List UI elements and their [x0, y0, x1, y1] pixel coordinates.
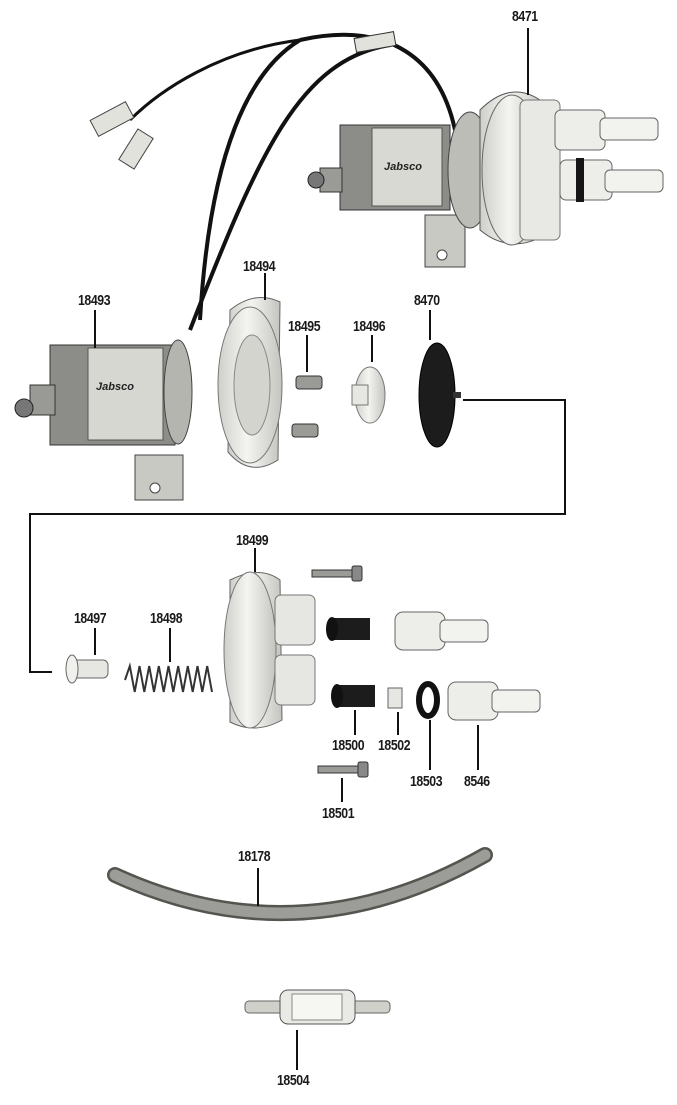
- label-8471: 8471: [512, 8, 538, 25]
- solenoid-brand-text: Jabsco: [96, 381, 134, 393]
- inline-filter-18504: [244, 989, 391, 1070]
- pump-head-18494: [217, 273, 283, 468]
- label-18493: 18493: [78, 292, 111, 309]
- label-18500: 18500: [332, 737, 365, 754]
- o-ring-18503: [416, 681, 440, 770]
- label-18504: 18504: [277, 1072, 310, 1089]
- label-18178: 18178: [238, 848, 271, 865]
- valve-seat-18502: [387, 687, 403, 735]
- label-18497: 18497: [74, 610, 107, 627]
- assembled-pump-8471: Jabsco: [89, 28, 664, 331]
- label-8546: 8546: [464, 773, 490, 790]
- check-valves-18500: [326, 617, 375, 735]
- diaphragm-8470: [418, 310, 461, 448]
- fittings-8546: [394, 611, 541, 770]
- retainer-18496: [351, 335, 386, 424]
- screws-18501: [311, 565, 369, 802]
- label-18496: 18496: [353, 318, 386, 335]
- label-18495: 18495: [288, 318, 321, 335]
- label-8470: 8470: [414, 292, 440, 309]
- spring-18498: [124, 628, 213, 693]
- label-18503: 18503: [410, 773, 443, 790]
- label-18499: 18499: [236, 532, 269, 549]
- label-18498: 18498: [150, 610, 183, 627]
- label-18501: 18501: [322, 805, 355, 822]
- assembly-path-line: [29, 399, 566, 673]
- plunger-18497: [65, 628, 109, 684]
- label-18502: 18502: [378, 737, 411, 754]
- label-18494: 18494: [243, 258, 276, 275]
- pump-brand-text: Jabsco: [384, 161, 422, 173]
- screws-18495: [291, 335, 323, 438]
- tube-18178: [107, 847, 493, 921]
- solenoid-18493: Jabsco: [14, 310, 193, 501]
- valve-body-18499: [223, 548, 316, 729]
